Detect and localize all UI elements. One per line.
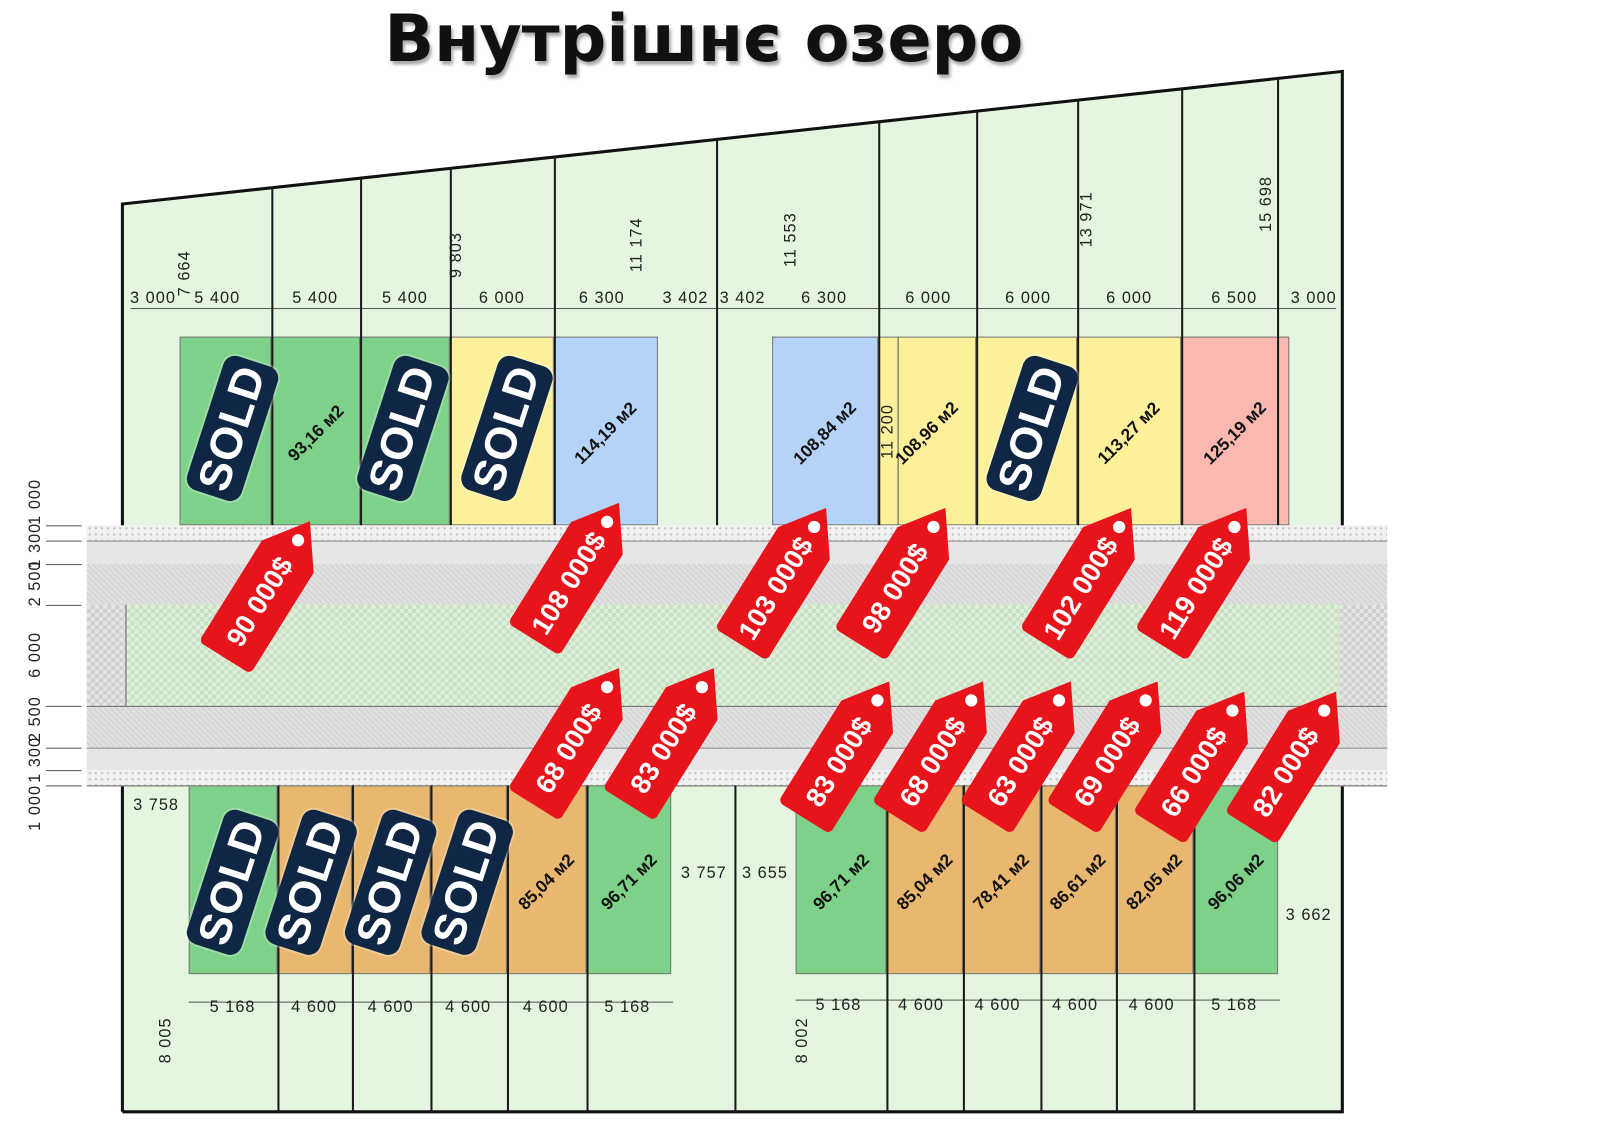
lot-boundary-line [878, 121, 881, 526]
page-title: Внутрішнє озеро [384, 2, 1024, 78]
depth-dimension: 11 553 [782, 212, 800, 268]
width-dimension: 5 168 [209, 998, 256, 1016]
lot-bottom [506, 785, 587, 975]
lot-boundary-line [886, 785, 889, 1112]
lot-boundary-line [506, 785, 509, 1112]
width-dimension: 6 000 [478, 289, 525, 308]
lot-boundary-line [734, 785, 737, 1112]
width-dimension: 3 000 [130, 289, 176, 308]
width-dimension: 5 400 [292, 289, 339, 308]
lot-boundary-line [360, 178, 363, 526]
width-dimension: 3 402 [662, 289, 709, 308]
dimension-tick [45, 604, 82, 606]
dimension-tick [45, 525, 82, 527]
depth-dimension: 13 971 [1078, 191, 1096, 248]
width-dimension: 6 000 [1106, 289, 1153, 308]
lot-top [772, 336, 879, 526]
width-dimension: 4 600 [522, 998, 569, 1016]
depth-dimension: 8 002 [793, 1017, 811, 1064]
dimension-line [795, 999, 1281, 1001]
depth-dimension: 8 005 [157, 1017, 175, 1064]
width-dimension: 6 300 [801, 289, 848, 308]
lot-boundary-line [716, 139, 719, 526]
side-dimension: 3 655 [742, 864, 788, 883]
dimension-line [130, 308, 1337, 310]
width-dimension: 4 600 [1128, 996, 1175, 1014]
width-dimension: 6 300 [578, 289, 625, 308]
dimension-tick [45, 770, 82, 772]
width-dimension: 4 600 [1052, 996, 1099, 1014]
width-dimension: 6 000 [905, 289, 952, 308]
width-dimension: 6 000 [1005, 289, 1052, 308]
lot-boundary-line [962, 785, 965, 1112]
lot-bottom [586, 785, 672, 975]
depth-dimension: 15 698 [1257, 175, 1275, 233]
width-dimension: 5 168 [604, 998, 651, 1016]
side-dimension: 3 758 [133, 796, 180, 814]
lot-boundary-line [1077, 100, 1080, 526]
lot-boundary-line [449, 168, 452, 526]
width-dimension: 4 600 [291, 998, 338, 1016]
width-dimension: 4 600 [367, 998, 414, 1016]
road-lane [86, 705, 1388, 749]
dimension-tick [45, 540, 82, 542]
lot-boundary-line [1277, 78, 1280, 526]
dimension-tick [45, 785, 82, 787]
width-dimension: 5 168 [1211, 996, 1258, 1014]
dimension-line [897, 336, 899, 526]
width-dimension: 4 600 [898, 996, 945, 1014]
lot-boundary-line [1181, 88, 1184, 526]
width-dimension: 5 168 [815, 996, 862, 1014]
road-median-edge [86, 604, 126, 706]
road-dimension: 1 000 [26, 784, 44, 831]
depth-dimension: 7 664 [176, 250, 194, 297]
side-dimension: 3 757 [680, 864, 727, 883]
side-dimension: 3 662 [1285, 906, 1332, 925]
lot-boundary-line [351, 785, 354, 1112]
lot-boundary-line [1193, 785, 1196, 1112]
depth-dimension: 11 174 [628, 217, 646, 273]
lot-boundary-line [430, 785, 433, 1112]
lot-boundary-line [553, 157, 556, 526]
width-dimension: 3 000 [1290, 289, 1337, 308]
lot-boundary-line [1040, 785, 1043, 1112]
dimension-tick [45, 564, 82, 566]
road-dimension: 1 000 [26, 478, 44, 525]
width-dimension: 4 600 [445, 998, 492, 1016]
width-dimension: 5 400 [381, 289, 428, 308]
road-dimension: 6 000 [26, 631, 44, 678]
lot-boundary-line [1115, 785, 1118, 1112]
road-dimension: 2 500 [26, 560, 44, 607]
dimension-tick [45, 705, 82, 707]
width-dimension: 5 400 [194, 289, 241, 308]
lot-top [1077, 336, 1182, 526]
width-dimension: 4 600 [974, 996, 1021, 1014]
road-dimension: 1 300 [26, 736, 44, 783]
lot-top [878, 336, 977, 526]
road-dimension: 2 500 [26, 696, 44, 743]
depth-dimension: 11 200 [879, 404, 897, 459]
width-dimension: 6 500 [1211, 289, 1258, 308]
road-median-edge [1339, 604, 1388, 706]
lot-boundary-line [271, 187, 274, 526]
lot-boundary-line [976, 111, 979, 526]
lot-top [1181, 336, 1290, 526]
width-dimension: 3 402 [719, 289, 766, 308]
depth-dimension: 9 803 [447, 232, 466, 278]
lot-boundary-line [277, 785, 280, 1112]
dimension-tick [45, 747, 82, 749]
sidewalk [86, 525, 1388, 541]
lot-boundary-line [586, 785, 589, 1112]
